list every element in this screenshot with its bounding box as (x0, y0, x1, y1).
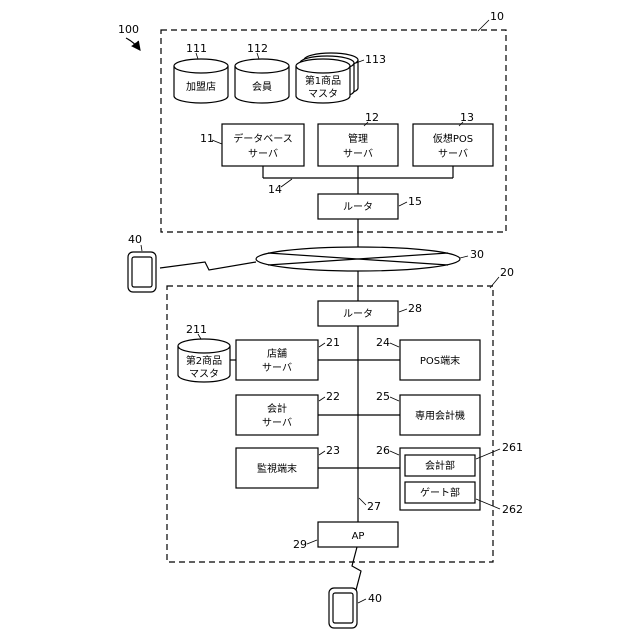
virtual-pos-server-label-line1: 仮想POS (433, 132, 473, 145)
ref-mobile-bottom: 40 (368, 592, 382, 605)
ref-checkout-unit: 261 (502, 441, 523, 454)
ref-monitoring-terminal: 23 (326, 444, 340, 457)
franchise-database: 加盟店 (174, 59, 228, 103)
product-master-2-label-line1: 第2商品 (186, 354, 222, 367)
ref-product-master-2: 211 (186, 323, 207, 336)
mobile-terminal-top (128, 252, 156, 292)
ref-store-leader (490, 277, 499, 288)
checkout-unit-label: 会計部 (425, 459, 455, 472)
ref-product-master-1: 113 (365, 53, 386, 66)
store-router-label: ルータ (343, 308, 373, 320)
store-server-label-line1: 店舗 (267, 347, 287, 360)
management-server-label-line2: サーバ (343, 148, 373, 160)
ref-hq-router: 15 (408, 195, 422, 208)
ref-mobile-bottom-leader (358, 599, 366, 603)
management-server-label-line1: 管理 (348, 132, 368, 145)
ref-store-router: 28 (408, 302, 422, 315)
ref-hq-lan-leader (281, 179, 292, 187)
store-server (236, 340, 318, 380)
database-server-label-line2: サーバ (248, 148, 278, 160)
member-database-label: 会員 (252, 80, 272, 93)
ref-franchise-database: 111 (186, 42, 207, 55)
dedicated-checkout-label: 専用会計機 (415, 409, 465, 422)
pos-terminal-label: POS端末 (420, 354, 460, 367)
ref-network-leader (460, 256, 468, 258)
accounting-server-label-line2: サーバ (262, 417, 292, 429)
ref-store: 20 (500, 266, 514, 279)
hq-router-label: ルータ (343, 201, 373, 213)
ref-monitoring-terminal-leader (319, 451, 325, 455)
ref-virtual-pos-server: 13 (460, 111, 474, 124)
ref-access-point: 29 (293, 538, 307, 551)
ref-store-lan: 27 (367, 500, 381, 513)
ref-access-point-leader (307, 540, 317, 544)
ref-store-server-leader (319, 343, 325, 347)
ref-database-server: 11 (200, 132, 214, 145)
product-master-2-label-line2: マスタ (189, 368, 219, 380)
store-server-label-line2: サーバ (262, 362, 292, 374)
ref-member-database: 112 (247, 42, 268, 55)
ref-store-server: 21 (326, 336, 340, 349)
database-server-label-line1: データベース (233, 132, 293, 145)
ref-pos-terminal: 24 (376, 336, 390, 349)
ref-network: 30 (470, 248, 484, 261)
member-database: 会員 (235, 59, 289, 103)
ref-checkout-machine: 26 (376, 444, 390, 457)
ref-gate-unit: 262 (502, 503, 523, 516)
ref-system-arrow (126, 38, 140, 50)
product-master-1-label-line1: 第1商品 (305, 74, 341, 87)
ref-mobile-top: 40 (128, 233, 142, 246)
virtual-pos-server-label-line2: サーバ (438, 148, 468, 160)
product-master-2-database: 第2商品 マスタ (178, 339, 230, 382)
store-lan (318, 326, 400, 522)
product-master-1-database: 第1商品 マスタ (296, 53, 358, 103)
franchise-database-label: 加盟店 (186, 80, 216, 93)
ref-hq-router-leader (399, 202, 407, 206)
ref-dedicated-checkout-leader (390, 397, 399, 401)
hq-lan (263, 166, 453, 194)
accounting-server (236, 395, 318, 435)
ref-management-server: 12 (365, 111, 379, 124)
ref-pos-terminal-leader (390, 343, 399, 347)
ref-store-router-leader (399, 309, 407, 312)
product-master-1-label-line2: マスタ (308, 88, 338, 100)
wireless-link-top (160, 262, 256, 270)
monitoring-terminal-label: 監視端末 (257, 462, 297, 475)
mobile-terminal-bottom (329, 588, 357, 628)
ref-headquarters: 10 (490, 10, 504, 23)
ref-accounting-server-leader (319, 397, 325, 401)
ref-store-lan-leader (359, 498, 366, 505)
access-point-label: AP (352, 531, 365, 542)
accounting-server-label-line1: 会計 (267, 402, 287, 415)
ref-hq-lan: 14 (268, 183, 282, 196)
network (256, 247, 460, 271)
gate-unit-label: ゲート部 (420, 486, 460, 499)
ref-system: 100 (118, 23, 139, 36)
wireless-link-bottom (352, 547, 361, 590)
ref-dedicated-checkout: 25 (376, 390, 390, 403)
ref-headquarters-leader (478, 20, 489, 31)
ref-checkout-machine-leader (390, 451, 399, 455)
ref-accounting-server: 22 (326, 390, 340, 403)
